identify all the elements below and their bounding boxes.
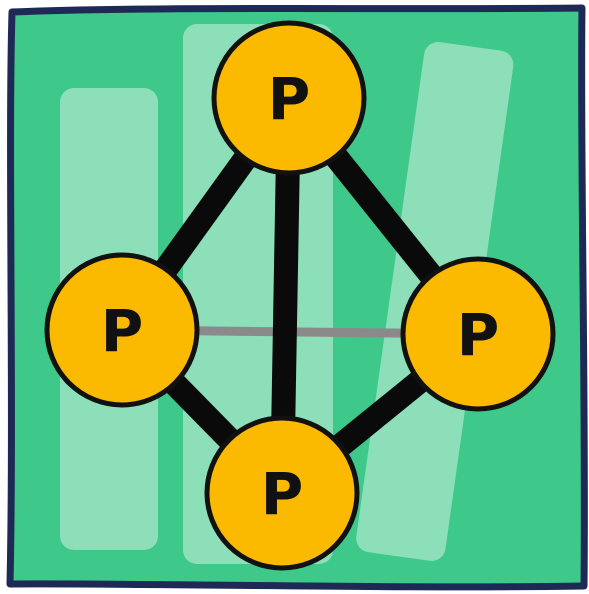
- atom-label-bottom: P: [261, 460, 304, 528]
- atom-top: P: [214, 23, 364, 173]
- atom-label-right: P: [457, 301, 500, 369]
- atom-label-top: P: [268, 65, 311, 133]
- atom-bottom: P: [207, 418, 357, 568]
- atom-right: P: [403, 259, 553, 409]
- atom-label-left: P: [101, 297, 144, 365]
- atom-left: P: [47, 255, 197, 405]
